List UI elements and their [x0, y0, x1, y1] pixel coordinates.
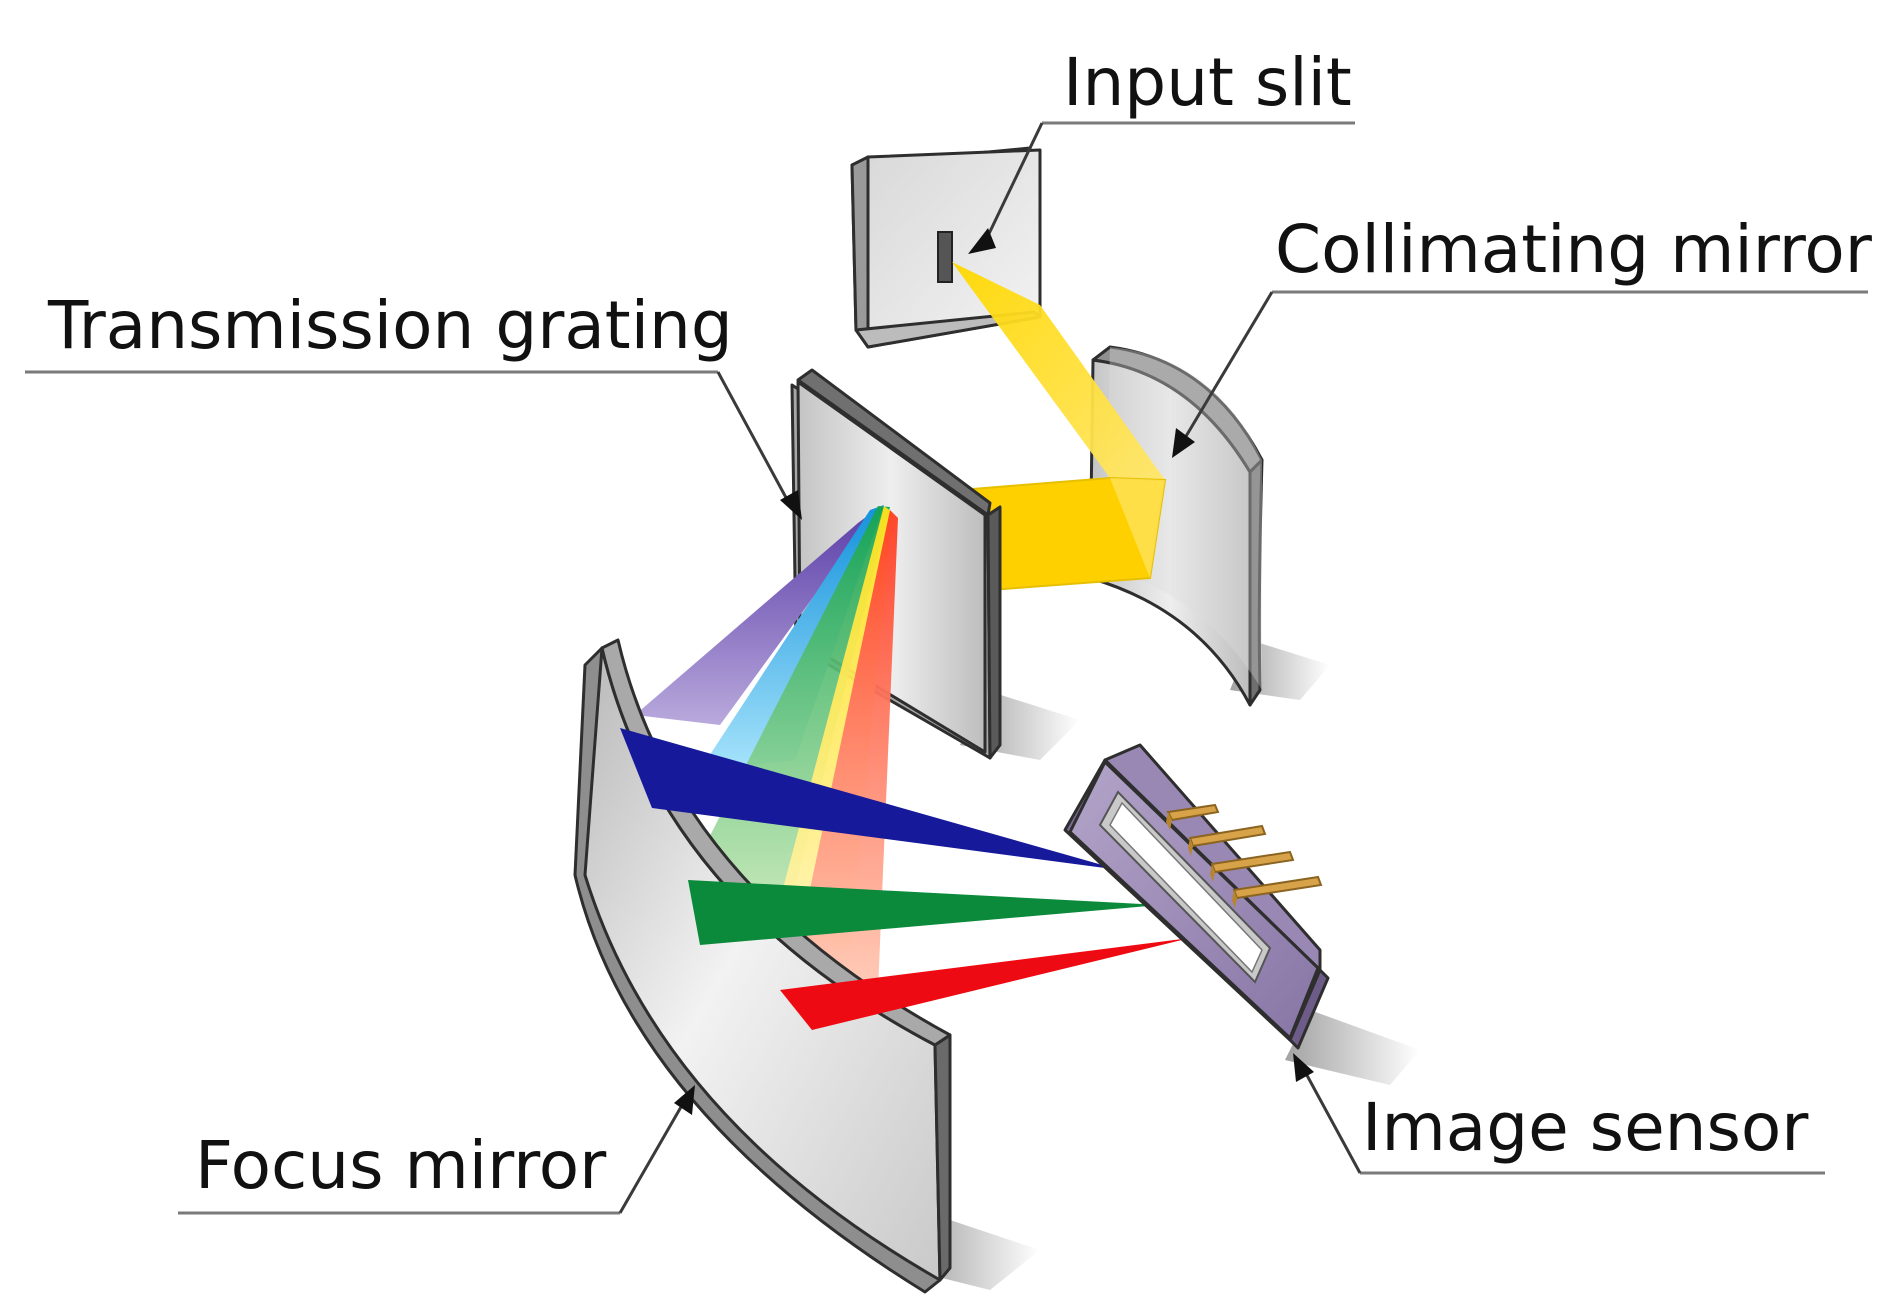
arrowhead [674, 1085, 695, 1115]
arrowhead [968, 228, 996, 254]
label-collimating-mirror: Collimating mirror [1172, 211, 1873, 458]
dispersed-beam-red [780, 938, 1190, 1030]
arrowhead [1172, 428, 1195, 458]
dispersed-beam-blue [620, 728, 1120, 870]
input-beam [952, 262, 1165, 480]
image-sensor-label: Image sensor [1362, 1089, 1809, 1166]
spectrum-fan [635, 505, 898, 990]
arrowhead [1293, 1053, 1314, 1082]
arrowhead [780, 490, 802, 520]
sensor-pins [1166, 803, 1323, 908]
label-focus-mirror: Focus mirror [178, 1085, 695, 1215]
label-input-slit: Input slit [968, 44, 1355, 254]
slit-aperture [937, 231, 953, 283]
collimating-mirror-label: Collimating mirror [1275, 211, 1873, 288]
image-sensor [1063, 743, 1330, 1050]
image-sensor-shadow [1285, 1010, 1420, 1085]
dispersed-beam-green [688, 880, 1160, 945]
label-transmission-grating: Transmission grating [25, 287, 802, 520]
transmission-grating-label: Transmission grating [47, 287, 733, 364]
input-slit-label: Input slit [1063, 44, 1352, 121]
focus-mirror-label: Focus mirror [195, 1127, 607, 1204]
label-image-sensor: Image sensor [1293, 1053, 1825, 1175]
